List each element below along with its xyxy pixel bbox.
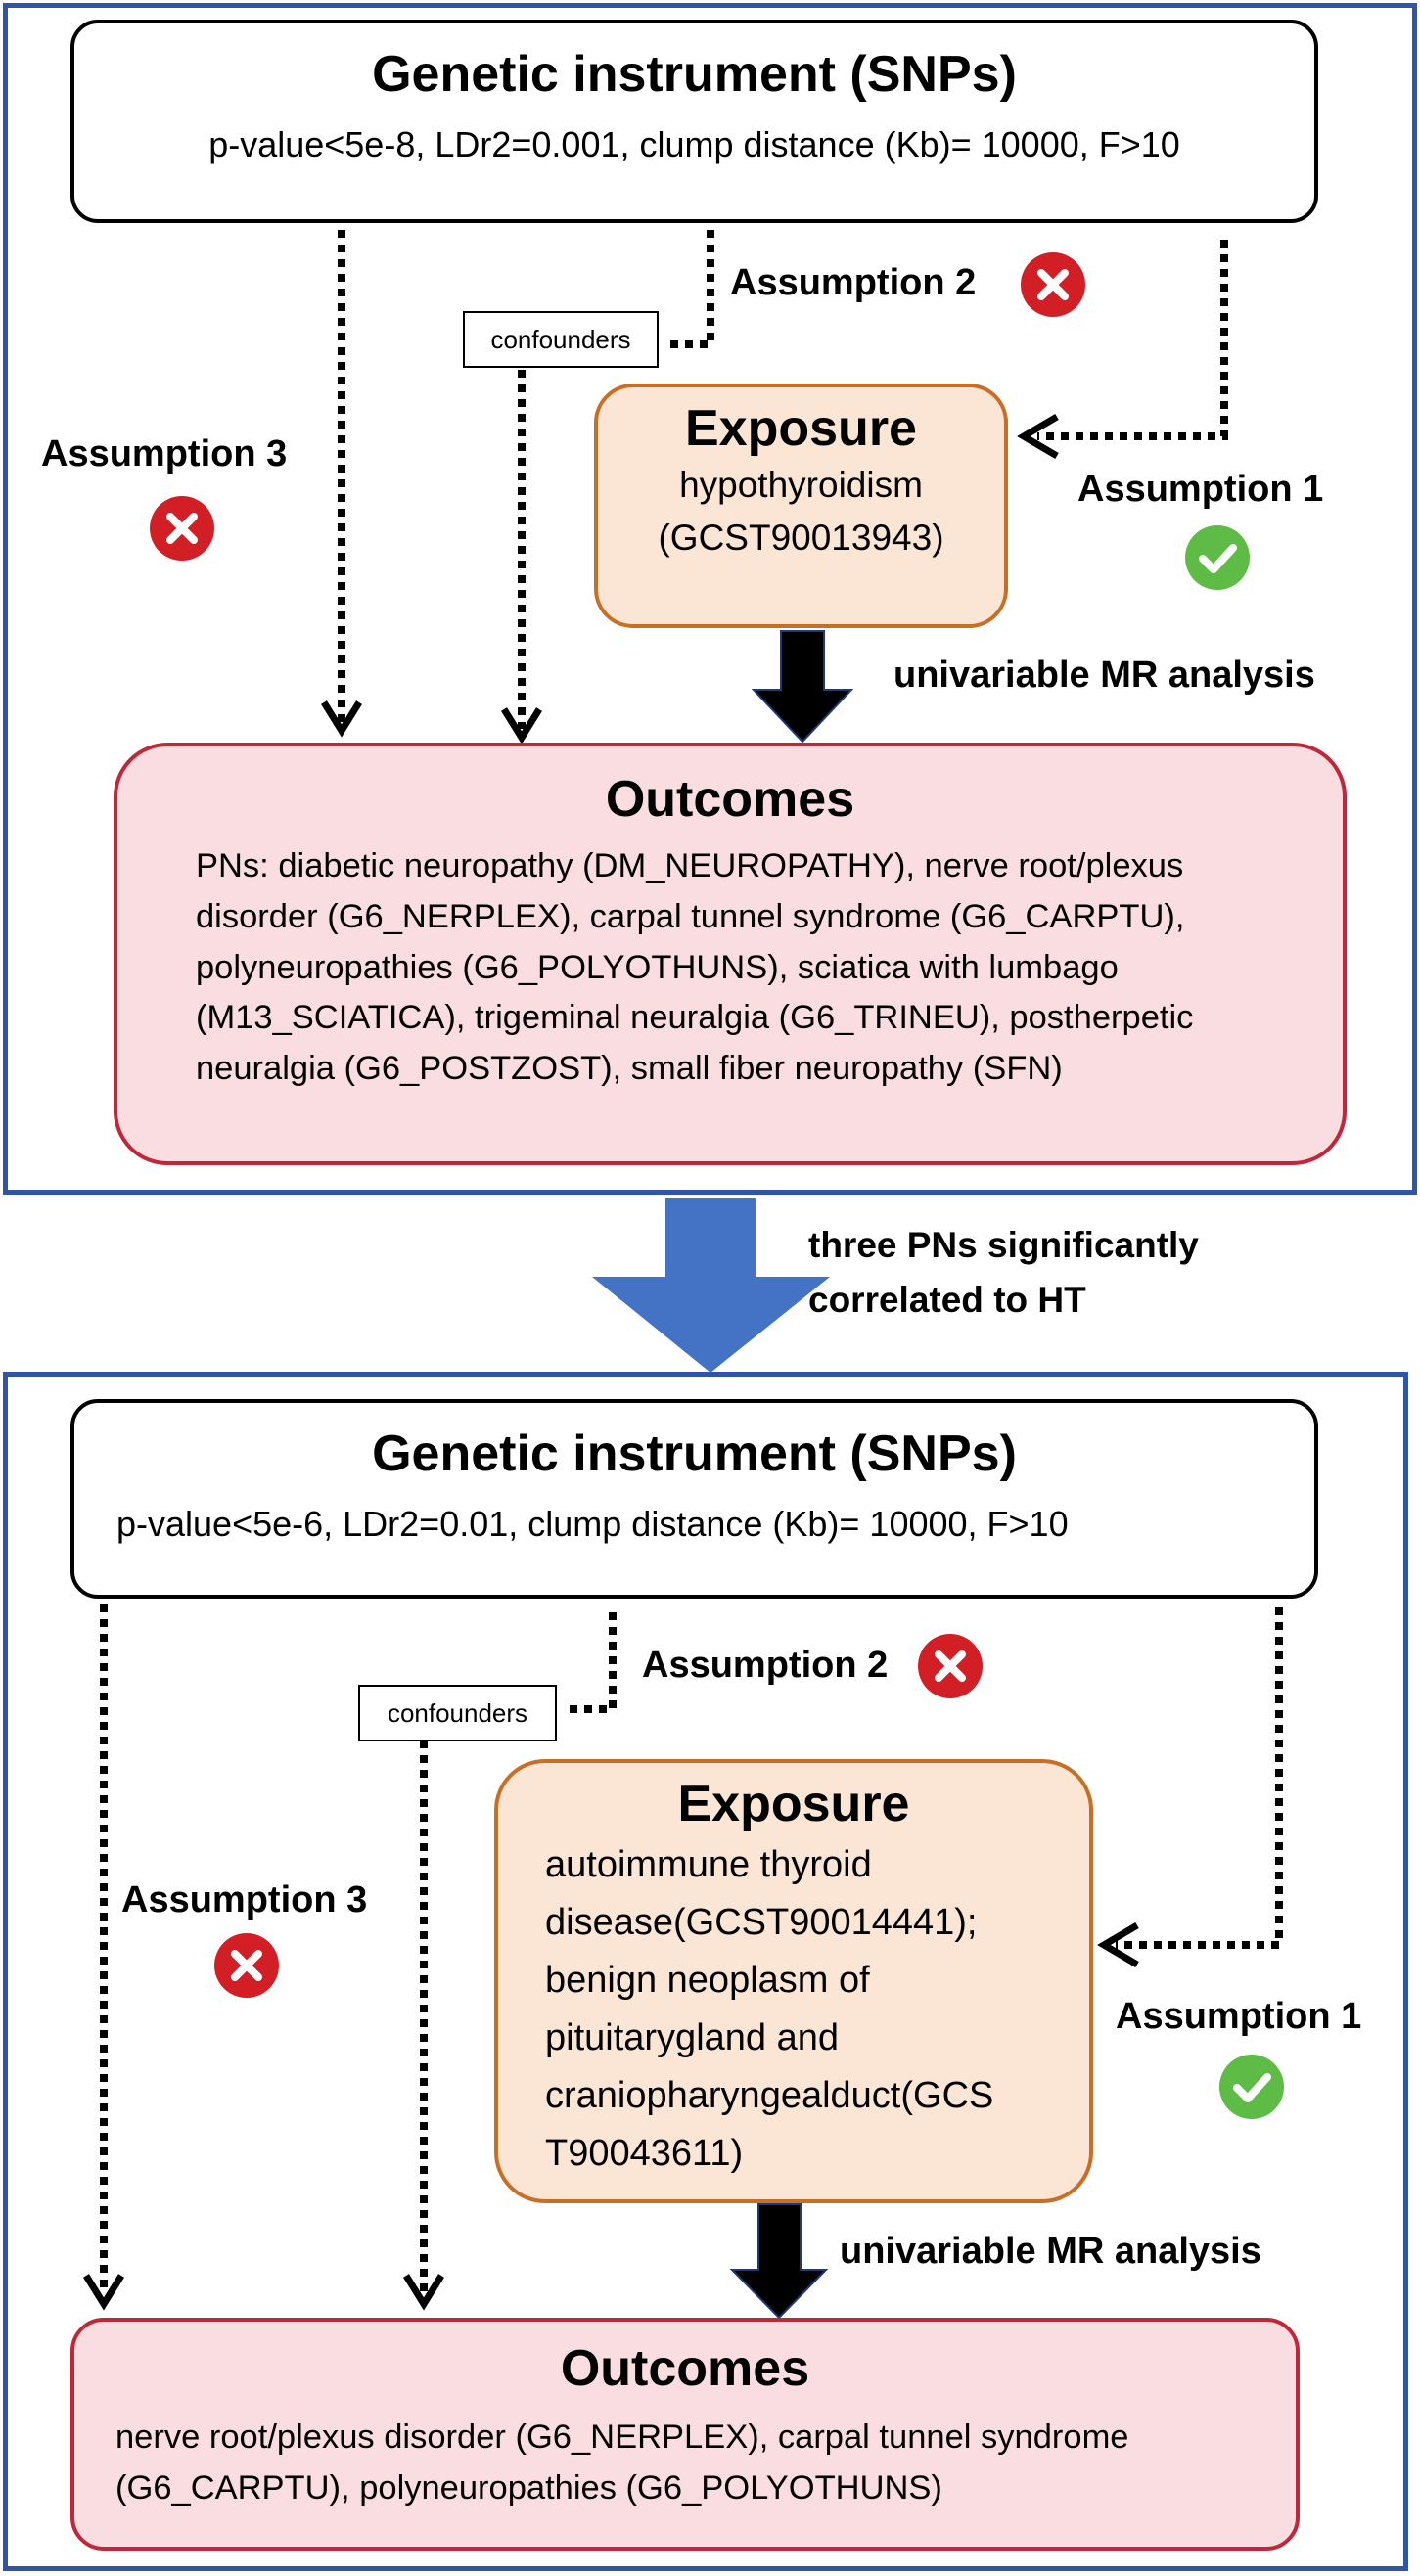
transition-line2: correlated to HT	[808, 1279, 1086, 1320]
arrowhead	[501, 707, 542, 745]
transition-arrow	[592, 1198, 830, 1373]
mr-analysis-label: univariable MR analysis	[840, 2231, 1261, 2272]
outcomes-text: nerve root/plexus disorder (G6_NERPLEX),…	[115, 2418, 1129, 2507]
exposure-box: Exposure hypothyroidism (GCST90013943)	[594, 384, 1008, 628]
genetic-instrument-params: p-value<5e-8, LDr2=0.001, clump distance…	[208, 124, 1180, 165]
exposure-line2: (GCST90013943)	[658, 517, 944, 558]
outcomes-title: Outcomes	[605, 771, 855, 828]
exposure-title: Exposure	[685, 400, 917, 457]
arrowhead	[1017, 413, 1059, 460]
genetic-instrument-title: Genetic instrument (SNPs)	[372, 46, 1017, 103]
confounders-box: confounders	[463, 311, 659, 368]
cross-icon	[214, 1933, 279, 1998]
genetic-instrument-title: Genetic instrument (SNPs)	[372, 1425, 1017, 1482]
genetic-instrument-params: p-value<5e-6, LDr2=0.01, clump distance …	[116, 1504, 1069, 1545]
check-icon	[1185, 525, 1250, 590]
mr-analysis-arrow	[729, 2203, 829, 2320]
exposure-line1: hypothyroidism	[679, 465, 923, 506]
transition-label: three PNs significantly correlated to HT	[808, 1218, 1199, 1327]
bottom-panel	[3, 1372, 1408, 2571]
arrowhead	[321, 700, 362, 738]
mr-analysis-arrow	[751, 630, 854, 744]
arrowhead	[83, 2274, 124, 2311]
exposure-text: autoimmune thyroid disease(GCST90014441)…	[545, 1844, 994, 2174]
assumption2-label: Assumption 2	[730, 262, 977, 303]
assumption1-label: Assumption 1	[1077, 469, 1324, 510]
genetic-instrument-box: Genetic instrument (SNPs) p-value<5e-8, …	[70, 20, 1318, 223]
confounders-box: confounders	[358, 1685, 557, 1741]
cross-icon	[150, 496, 214, 561]
outcomes-box: Outcomes nerve root/plexus disorder (G6_…	[70, 2318, 1300, 2551]
top-panel	[3, 3, 1417, 1195]
assumption2-dotted-line	[664, 230, 714, 348]
assumption2-label: Assumption 2	[642, 1645, 889, 1686]
assumption1-dotted-line	[1037, 240, 1228, 440]
arrowhead	[403, 2274, 444, 2311]
transition-line1: three PNs significantly	[808, 1225, 1199, 1265]
assumption3-label: Assumption 3	[121, 1879, 368, 1921]
cross-icon	[918, 1634, 983, 1698]
mr-analysis-label: univariable MR analysis	[893, 655, 1315, 696]
outcomes-title: Outcomes	[560, 2340, 810, 2397]
outcomes-text: PNs: diabetic neuropathy (DM_NEUROPATHY)…	[196, 847, 1194, 1088]
assumption1-label: Assumption 1	[1116, 1996, 1362, 2037]
exposure-title: Exposure	[677, 1776, 910, 1832]
assumption1-dotted-line	[1116, 1607, 1283, 1949]
exposure-box: Exposure autoimmune thyroid disease(GCST…	[494, 1759, 1093, 2203]
check-icon	[1219, 2055, 1284, 2119]
genetic-instrument-box: Genetic instrument (SNPs) p-value<5e-6, …	[70, 1399, 1318, 1599]
outcomes-box: Outcomes PNs: diabetic neuropathy (DM_NE…	[114, 743, 1347, 1165]
cross-icon	[1021, 252, 1085, 317]
arrowhead	[1097, 1921, 1139, 1968]
assumption2-dotted-line	[565, 1612, 617, 1713]
assumption3-label: Assumption 3	[41, 433, 288, 475]
